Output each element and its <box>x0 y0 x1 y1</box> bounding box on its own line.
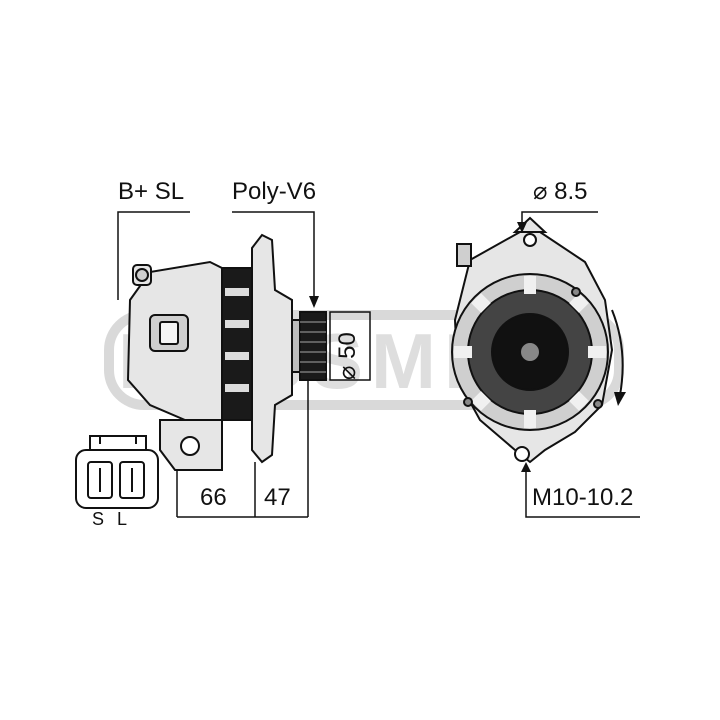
terminal-nut <box>135 268 149 282</box>
thread-leader <box>525 468 640 518</box>
mounting-ear-hole <box>180 436 200 456</box>
pulley-type-leader <box>232 211 315 305</box>
pulley-diameter-label: ⌀ 50 <box>334 332 361 380</box>
housing-bolt-1 <box>463 397 473 407</box>
connector-s-label: S <box>92 509 105 529</box>
stator-rib-3 <box>225 352 249 360</box>
terminals-label: B+ SL <box>118 178 185 205</box>
stator-rib-2 <box>225 320 249 328</box>
thread-arrow <box>521 462 531 472</box>
front-dimension-lines <box>517 211 640 518</box>
top-mount-hole <box>523 233 537 247</box>
vent-slots <box>454 276 606 428</box>
watermark-frame <box>104 310 624 410</box>
bottom-mount-hole <box>514 446 530 462</box>
connector-pin-s <box>87 461 113 499</box>
stator-rib-4 <box>225 384 249 392</box>
housing-bolt-2 <box>593 399 603 409</box>
pulley-type-label: Poly-V6 <box>232 178 317 205</box>
front-terminal-stud <box>456 243 472 267</box>
housing-bolt-3 <box>571 287 581 297</box>
thread-label: M10-10.2 <box>532 484 634 511</box>
connector-symbol <box>75 435 159 509</box>
pulley-diameter-box <box>329 311 371 381</box>
front-view <box>451 216 614 464</box>
front-shaft <box>291 319 301 373</box>
side-view <box>126 233 327 471</box>
side-dimension-lines <box>117 211 371 518</box>
rotation-arrow <box>611 309 626 406</box>
mount-hole-arrow <box>517 222 527 233</box>
connector-latch <box>89 435 147 450</box>
connector-pin-l <box>119 461 145 499</box>
mount-hole-label: ⌀ 8.5 <box>533 178 588 205</box>
housing-connector-socket <box>159 321 179 345</box>
terminals-leader <box>117 211 190 300</box>
connector-body <box>75 449 159 509</box>
mount-hole-leader <box>521 211 598 226</box>
dim-a-label: 66 <box>200 484 227 511</box>
front-housing <box>251 233 293 464</box>
dim-b-label: 47 <box>264 484 291 511</box>
connector-l-label: L <box>117 509 128 529</box>
pulley <box>299 311 327 381</box>
stator-rib-1 <box>225 288 249 296</box>
hub-nut <box>519 341 541 363</box>
pulley-type-arrow <box>309 296 319 308</box>
